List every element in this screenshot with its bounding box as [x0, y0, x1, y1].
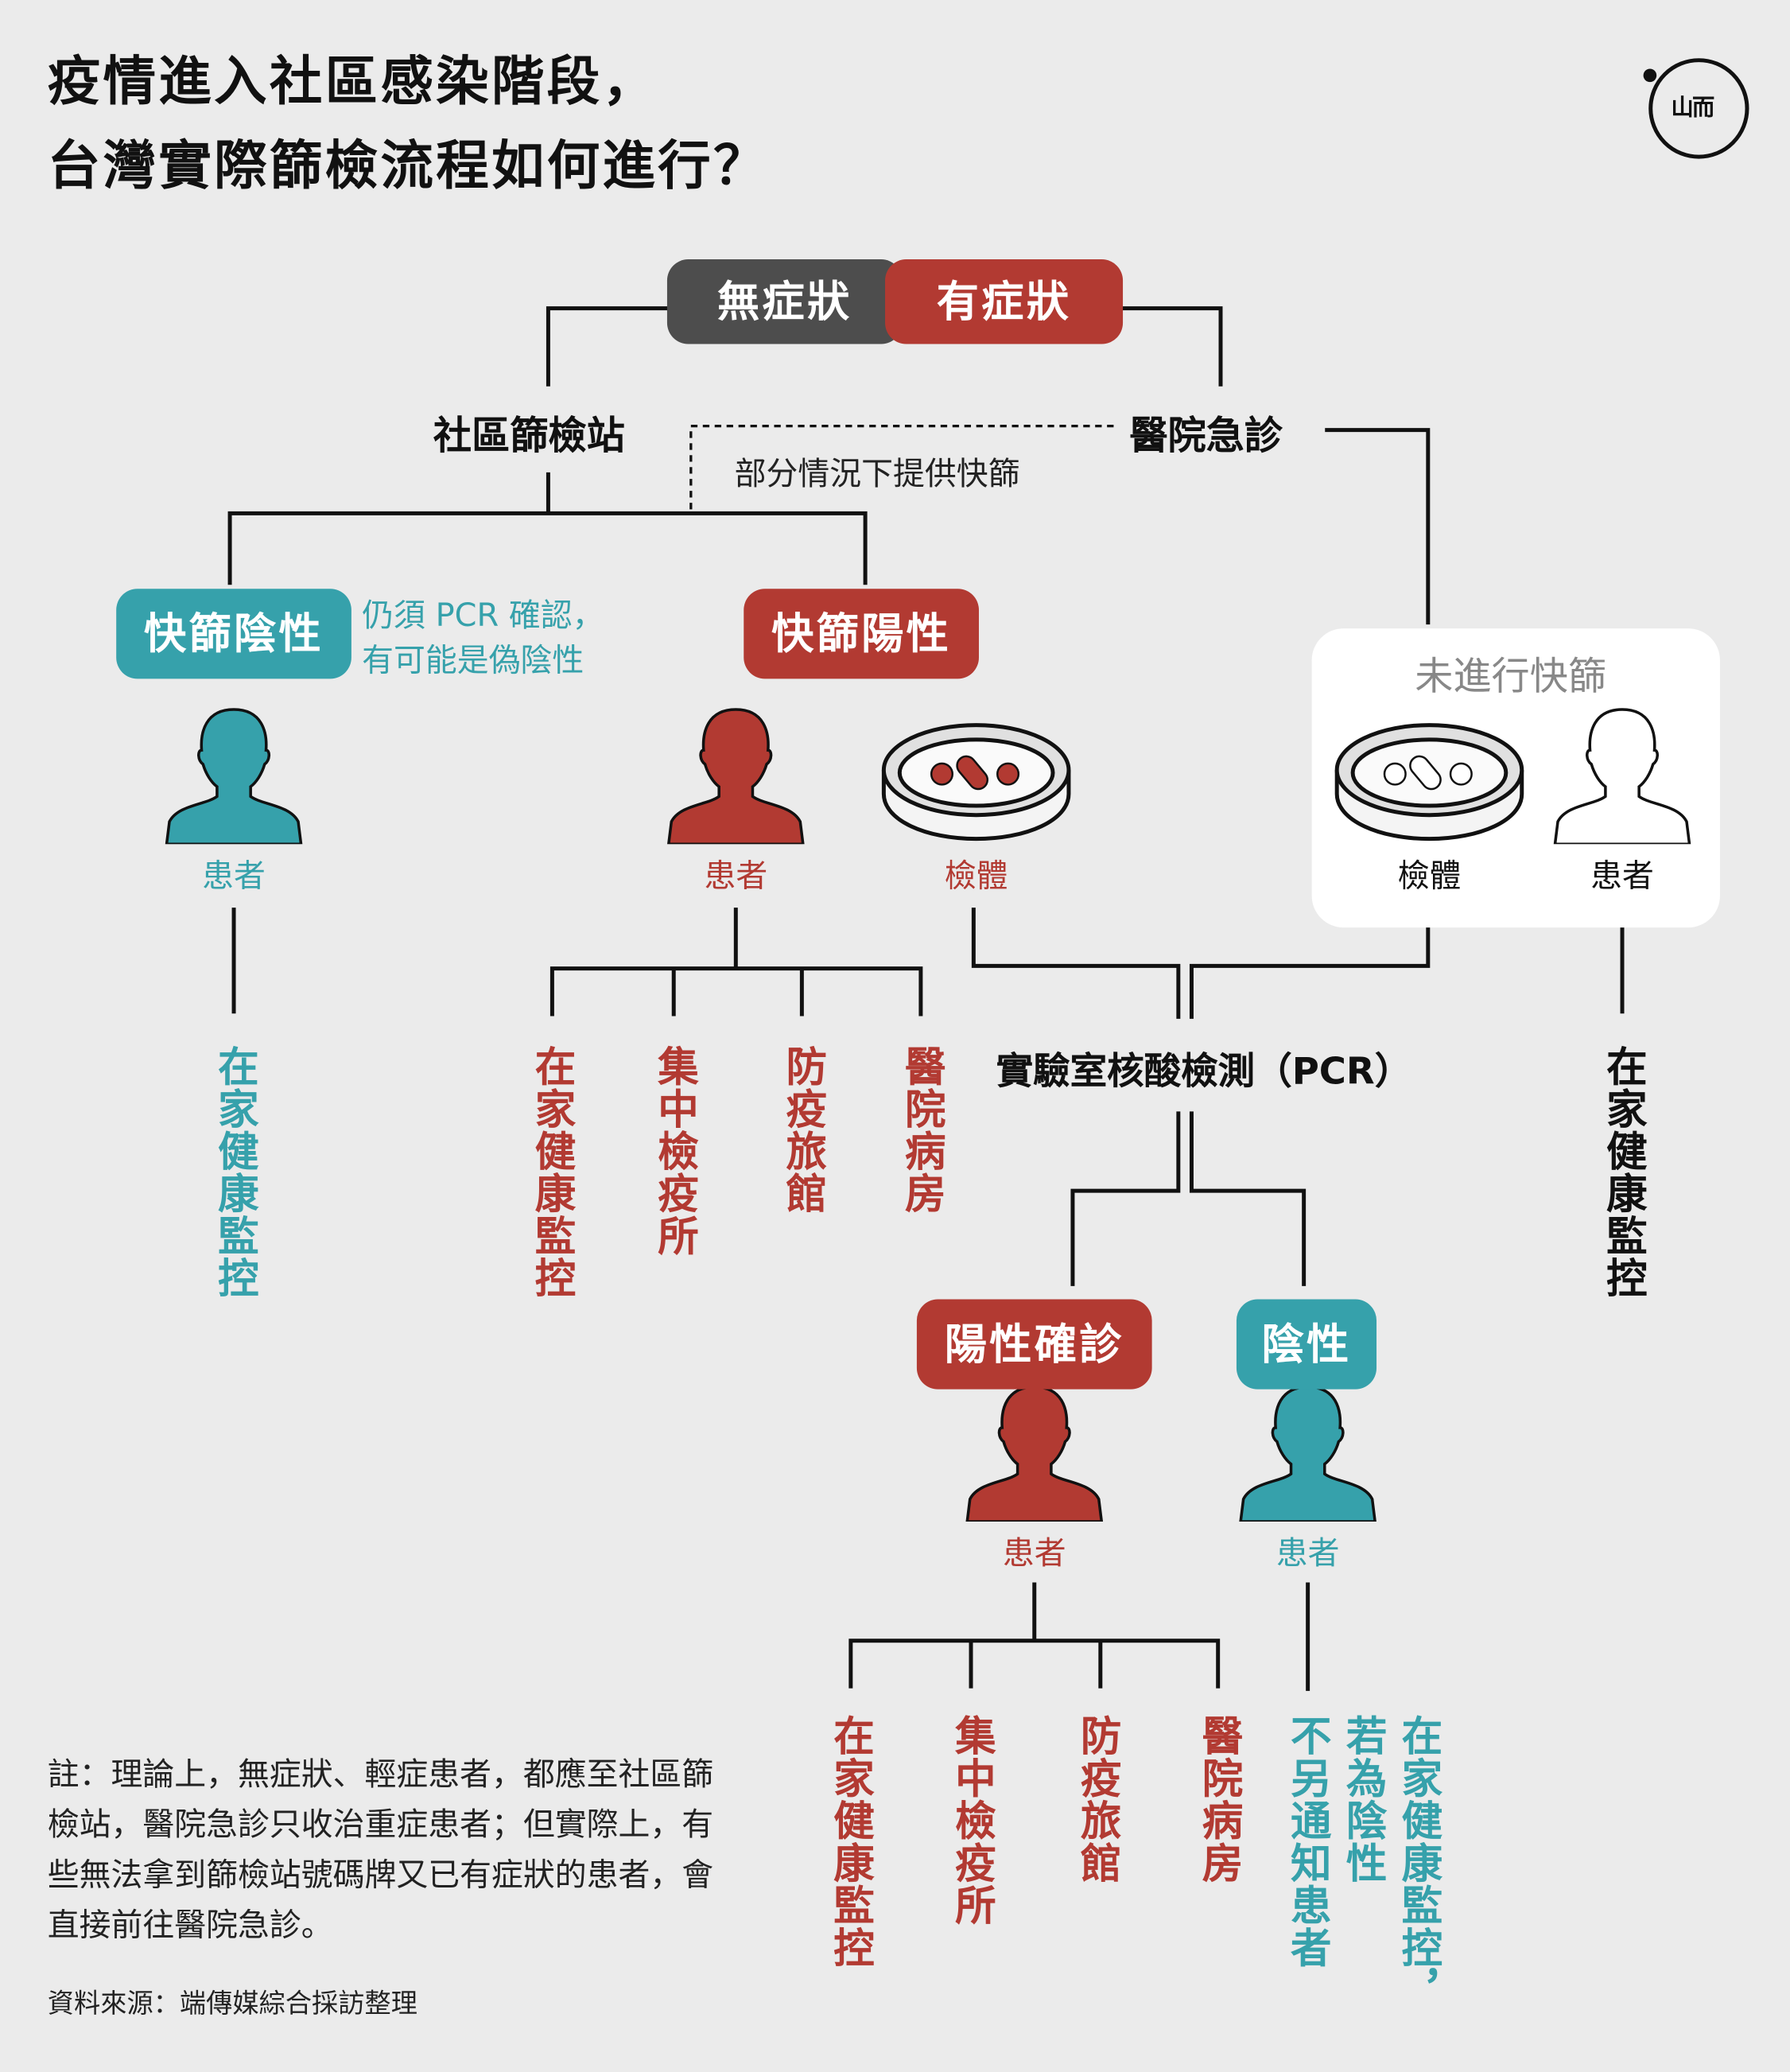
patient-caption: 患者 [704, 857, 768, 895]
outcome-home-monitoring-comma: 在家健康監控， [1393, 1714, 1442, 2012]
patient-caption: 患者 [1002, 1534, 1066, 1572]
symptomatic-tag: 有症狀 [885, 259, 1124, 344]
petri-dish-icon [1334, 723, 1524, 842]
outcome-hospital-ward: 醫院病房 [896, 1045, 945, 1215]
negative-tag: 陰性 [1236, 1299, 1377, 1390]
outcome-if-negative: 若為陰性 [1338, 1714, 1386, 1884]
patient-caption: 患者 [1276, 1534, 1340, 1572]
petri-dish-icon [881, 723, 1071, 842]
outcome-quarantine-center: 集中檢疫所 [947, 1714, 995, 1927]
person-icon [165, 708, 303, 845]
outcome-home-monitoring: 在家健康監控 [526, 1045, 575, 1300]
source-credit: 資料來源：端傳媒綜合採訪整理 [47, 1987, 417, 2020]
community-station-label: 社區篩檢站 [433, 413, 625, 458]
outcome-quarantine-center: 集中檢疫所 [650, 1045, 698, 1258]
pcr-lab-label: 實驗室核酸檢測（PCR） [996, 1049, 1412, 1094]
person-icon [1553, 708, 1691, 845]
outcome-quarantine-hotel: 防疫旅館 [1072, 1714, 1120, 1884]
asymptomatic-tag: 無症狀 [666, 259, 903, 344]
pcr-confirm-note-line-1: 仍須 PCR 確認， [362, 597, 604, 634]
title-line-1: 疫情進入社區感染階段， [47, 51, 658, 113]
rapid-in-some-cases-note: 部分情況下提供快篩 [734, 455, 1020, 492]
outcome-home-monitoring: 在家健康監控 [825, 1714, 874, 1969]
no-rapid-test-label: 未進行快篩 [1415, 653, 1607, 699]
outcome-quarantine-hotel: 防疫旅館 [778, 1045, 826, 1215]
rapid-negative-tag: 快篩陰性 [116, 589, 351, 679]
specimen-caption: 檢體 [1397, 857, 1462, 895]
outcome-home-monitoring: 在家健康監控 [210, 1045, 258, 1300]
pcr-confirm-note: 仍須 PCR 確認， 有可能是偽陰性 [362, 593, 604, 682]
person-icon [1239, 1385, 1376, 1522]
outcome-no-notify: 不另通知患者 [1283, 1714, 1330, 1969]
logo: 山而 [1643, 58, 1749, 159]
rapid-positive-tag: 快篩陽性 [744, 589, 979, 679]
logo-dot [1643, 68, 1657, 83]
confirmed-positive-tag: 陽性確診 [916, 1299, 1152, 1390]
specimen-caption: 檢體 [944, 857, 1008, 895]
title-line-2: 台灣實際篩檢流程如何進行？ [47, 136, 769, 197]
outcome-hospital-ward: 醫院病房 [1194, 1714, 1242, 1884]
person-icon [965, 1385, 1104, 1522]
outcome-home-monitoring: 在家健康監控 [1598, 1045, 1646, 1300]
person-icon [667, 708, 805, 845]
patient-caption: 患者 [1590, 857, 1654, 895]
pcr-confirm-note-line-2: 有可能是偽陰性 [362, 641, 584, 679]
footnote: 註：理論上，無症狀、輕症患者，都應至社區篩檢站，醫院急診只收治重症患者；但實際上… [47, 1755, 714, 1944]
logo-text: 山而 [1671, 95, 1714, 122]
patient-caption: 患者 [202, 857, 266, 895]
hospital-er-label: 醫院急診 [1129, 413, 1283, 458]
page-title: 疫情進入社區感染階段， 台灣實際篩檢流程如何進行？ [48, 40, 769, 209]
